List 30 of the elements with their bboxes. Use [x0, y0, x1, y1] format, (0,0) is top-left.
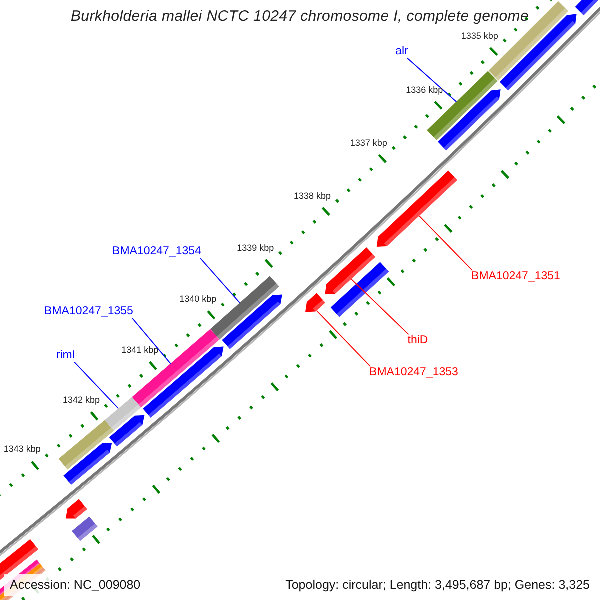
gene-bar — [105, 397, 142, 431]
tick-label: 1338 kbp — [294, 192, 332, 202]
map-title: Burkholderia mallei NCTC 10247 chromosome I, complete genome — [70, 8, 530, 25]
tick-label: 1343 kbp — [4, 445, 41, 456]
leader-line — [316, 310, 372, 368]
gene-label: alr — [396, 46, 408, 58]
gene-feature — [66, 499, 88, 519]
tick-label: 1335 kbp — [461, 32, 498, 42]
gene-label: BMA10247_1353 — [370, 366, 458, 380]
gene-label: BMA10247_1354 — [112, 246, 202, 258]
tick-label: 1341 kbp — [122, 346, 159, 356]
gene-feature — [306, 293, 326, 312]
gene-bar — [427, 71, 498, 140]
tick-label: 1336 kbp — [406, 86, 444, 96]
leader-line — [406, 58, 458, 102]
tick-label: 1337 kbp — [350, 139, 388, 150]
leader-line — [351, 278, 410, 336]
gene-label: BMA10247_1355 — [44, 306, 134, 318]
leader-line — [200, 258, 240, 304]
tick-label: 1340 kbp — [180, 295, 217, 306]
gene-feature — [376, 170, 458, 247]
leader-line — [419, 216, 474, 272]
gene-label: rimI — [56, 350, 76, 362]
leader-line — [132, 318, 172, 364]
gene-label: BMA10247_1351 — [472, 270, 560, 284]
gene-feature — [325, 248, 376, 294]
tick-label: 1342 kbp — [63, 396, 100, 406]
gene-label: thiD — [408, 334, 428, 348]
genome-summary: Topology: circular; Length: 3,495,687 bp; Genes: 3,325 — [286, 578, 590, 592]
tick-label: 1339 kbp — [237, 244, 274, 254]
